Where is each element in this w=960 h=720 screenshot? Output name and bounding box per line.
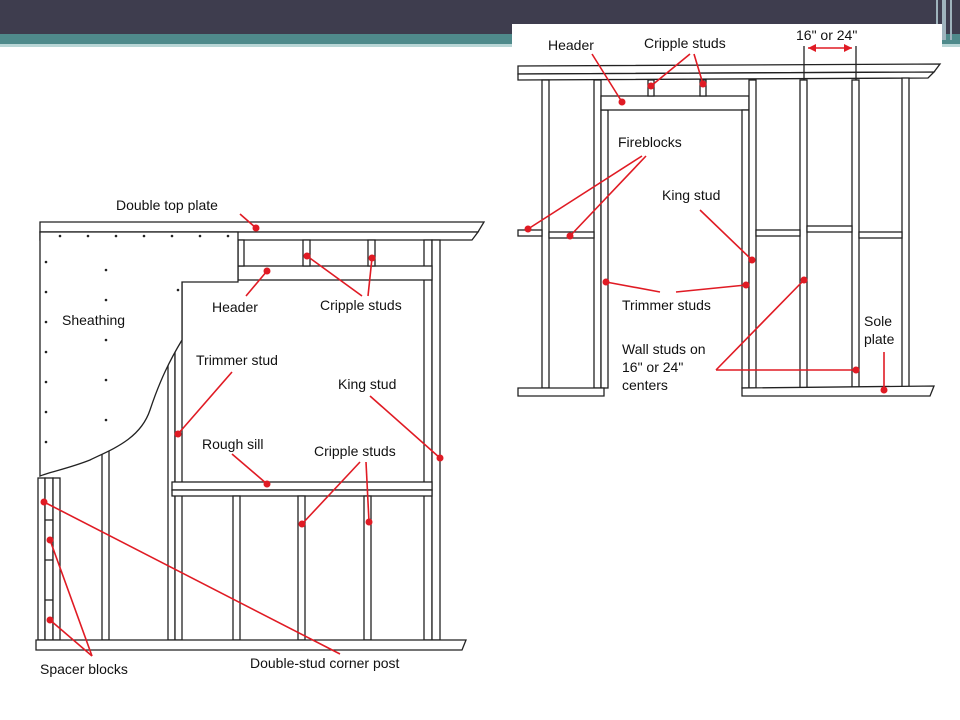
label-wall-studs-line1: Wall studs on [622, 341, 706, 357]
label-trimmer-studs: Trimmer studs [622, 297, 711, 313]
trimmer-stud-left [600, 109, 609, 389]
wall-stud [851, 79, 860, 389]
end-stud [431, 239, 441, 641]
label-king-stud-right: King stud [662, 187, 720, 203]
fireblock [755, 229, 801, 237]
cripple-stud-bottom [232, 495, 241, 641]
leader-cripple-studs-right-a [650, 53, 691, 87]
sole-plate [35, 639, 467, 651]
leader-double-top-plate [239, 213, 257, 229]
leader-cripple-studs-top-a [306, 255, 363, 297]
sheathing-nails [44, 234, 230, 444]
label-cripple-studs-right: Cripple studs [644, 35, 726, 51]
label-cripple-studs-top: Cripple studs [320, 297, 402, 313]
label-cripple-studs-bottom: Cripple studs [314, 443, 396, 459]
cripple-stud-bottom [297, 495, 306, 641]
label-rough-sill: Rough sill [202, 436, 263, 452]
wall-stud [799, 79, 808, 389]
label-king-stud: King stud [338, 376, 396, 392]
leader-spacer-blocks-b [49, 619, 93, 657]
leader-cripple-studs-top-b [367, 257, 373, 297]
leader-king-stud [369, 395, 441, 459]
label-sole-plate-line1: Sole [864, 313, 892, 329]
leader-cripple-studs-bottom-b [365, 461, 370, 523]
leader-fireblocks-a [527, 155, 643, 230]
sheathing-panel [39, 231, 239, 477]
label-trimmer-stud: Trimmer stud [196, 352, 278, 368]
king-stud-right [748, 79, 757, 389]
wall-stud [901, 77, 910, 389]
top-plate-lower [517, 71, 936, 81]
king-stud [423, 239, 433, 641]
accent-bar [0, 34, 960, 44]
accent-bar-highlight [0, 44, 960, 47]
king-stud-left [593, 79, 602, 389]
wall-stud [541, 79, 550, 389]
leader-cripple-studs-right-b [693, 53, 704, 85]
leader-trimmer-studs-a [605, 281, 661, 293]
label-fireblocks: Fireblocks [618, 134, 682, 150]
cripple-stud-bottom [363, 495, 372, 641]
corner-decoration [932, 0, 960, 40]
sole-plate-left [517, 387, 605, 397]
label-double-top-plate: Double top plate [116, 197, 218, 213]
label-double-stud-corner-post: Double-stud corner post [250, 655, 400, 671]
leader-header [245, 270, 268, 297]
cripple-stud [237, 239, 245, 267]
label-spacer-blocks: Spacer blocks [40, 661, 128, 677]
label-sole-plate-line2: plate [864, 331, 895, 347]
label-wall-studs-line2: 16" or 24" [622, 359, 683, 375]
leader-corner-post [43, 501, 341, 655]
right-leader-lines [524, 53, 888, 394]
leader-wall-studs-a [715, 279, 805, 371]
label-header-right: Header [548, 37, 594, 53]
leader-fireblocks-b [569, 155, 647, 237]
rough-sill-upper [171, 481, 433, 491]
double-top-plate-upper [39, 221, 486, 233]
leader-trimmer-studs-b [675, 284, 747, 293]
label-wall-studs-line3: centers [622, 377, 668, 393]
right-diagram-panel [512, 24, 942, 408]
label-spacing: 16" or 24" [796, 27, 857, 43]
trimmer-stud-right [741, 109, 750, 389]
leader-header-right [591, 53, 623, 103]
cripple-stud [699, 79, 707, 97]
fireblock [858, 231, 903, 239]
left-wall-framing [35, 221, 486, 651]
right-labels: Header Cripple studs 16" or 24" Firebloc… [548, 27, 895, 393]
right-wall-framing [517, 44, 942, 397]
rough-sill-lower [171, 489, 433, 497]
leader-cripple-studs-bottom-a [301, 461, 361, 525]
label-header: Header [212, 299, 258, 315]
fireblock [806, 225, 853, 233]
sole-plate-right [741, 385, 935, 397]
leader-king-stud-right [699, 209, 753, 261]
left-leader-lines [40, 213, 444, 657]
leader-trimmer-stud [177, 371, 233, 435]
left-labels: Double top plate Header Cripple studs Sh… [40, 197, 402, 677]
leader-spacer-blocks-a [49, 539, 93, 657]
label-sheathing: Sheathing [62, 312, 125, 328]
leader-rough-sill [231, 453, 268, 485]
